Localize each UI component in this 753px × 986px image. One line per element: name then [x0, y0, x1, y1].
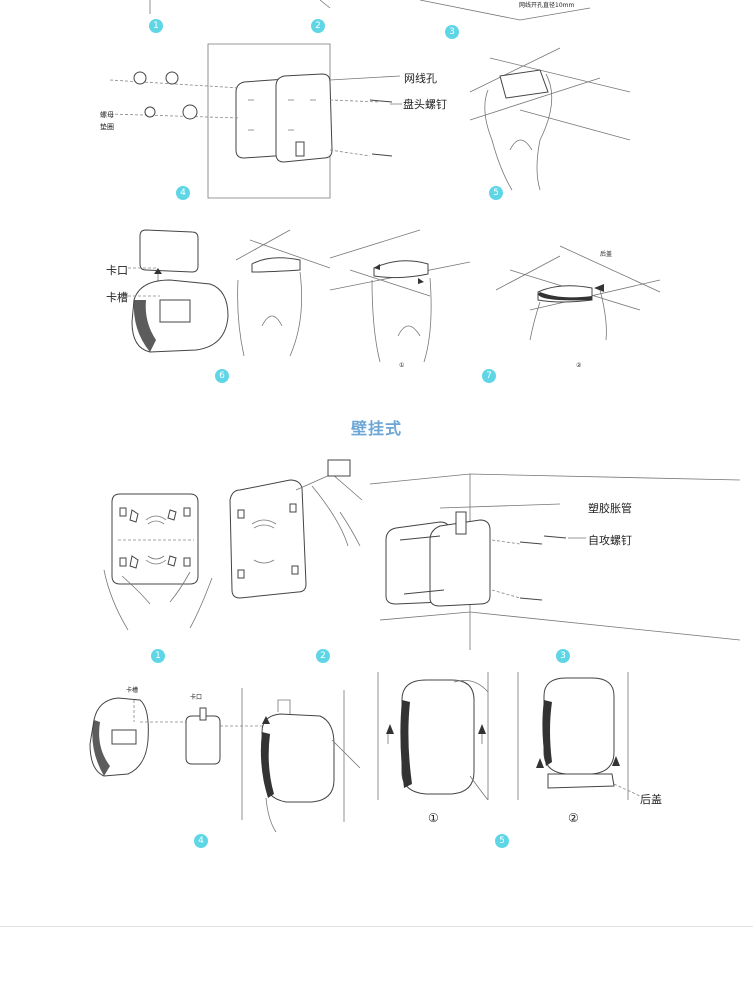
label-slot: 卡槽: [106, 291, 128, 304]
label-back-cover: 后盖: [640, 793, 662, 806]
bottom-divider: [0, 926, 753, 927]
step-badge-2: 2: [311, 19, 325, 33]
step6-ap-clip: [128, 229, 229, 353]
wall-step5-back-cover: [517, 672, 641, 800]
step5-ceiling-hands: [469, 47, 631, 191]
sub-step-1: ①: [399, 362, 405, 369]
step7-ceiling-mount: [235, 229, 661, 363]
step4-wall-bracket: [109, 43, 402, 199]
wall-step3-anchors: [369, 473, 741, 650]
wall-step-badge-1: 1: [151, 649, 165, 663]
wall-step-badge-5: 5: [495, 834, 509, 848]
label-cable-hole: 网线孔: [404, 72, 437, 85]
label-back-cover-small: 后盖: [600, 251, 613, 258]
label-tapping-screw: 自攻螺钉: [588, 534, 632, 547]
label-slot-small: 卡槽: [126, 687, 139, 694]
step-badge-7: 7: [482, 369, 496, 383]
sub-step-2: ②: [576, 362, 582, 369]
step-badge-5: 5: [489, 186, 503, 200]
hole-diameter-note: 网线开孔直径10mm: [519, 2, 575, 9]
label-washer: 垫圈: [100, 123, 114, 131]
label-pan-screw: 盘头螺钉: [403, 98, 447, 111]
wall-step-badge-4: 4: [194, 834, 208, 848]
step-badge-6: 6: [215, 369, 229, 383]
wall-step-badge-3: 3: [556, 649, 570, 663]
wall-step-badge-2: 2: [316, 649, 330, 663]
wall-step1-panel: [103, 493, 213, 631]
wall-sub-step-2: ②: [568, 811, 579, 825]
wall-sub-step-1: ①: [428, 811, 439, 825]
wall-step5-push-up: [377, 672, 489, 801]
step-badge-4: 4: [176, 186, 190, 200]
label-clip: 卡口: [106, 264, 128, 277]
wall-step2-marking: [229, 459, 363, 599]
ceiling-plate-remnant: [419, 0, 591, 21]
section-title-wall-mount: 壁挂式: [350, 419, 402, 438]
wall-step4-clip: [89, 688, 361, 833]
step-badge-3: 3: [445, 25, 459, 39]
step-badge-1: 1: [149, 19, 163, 33]
label-plastic-anchor: 塑胶胀管: [588, 502, 632, 515]
label-nut: 螺母: [100, 111, 114, 119]
label-clip-small: 卡口: [190, 694, 203, 701]
top-remnant-lines: [149, 0, 331, 14]
